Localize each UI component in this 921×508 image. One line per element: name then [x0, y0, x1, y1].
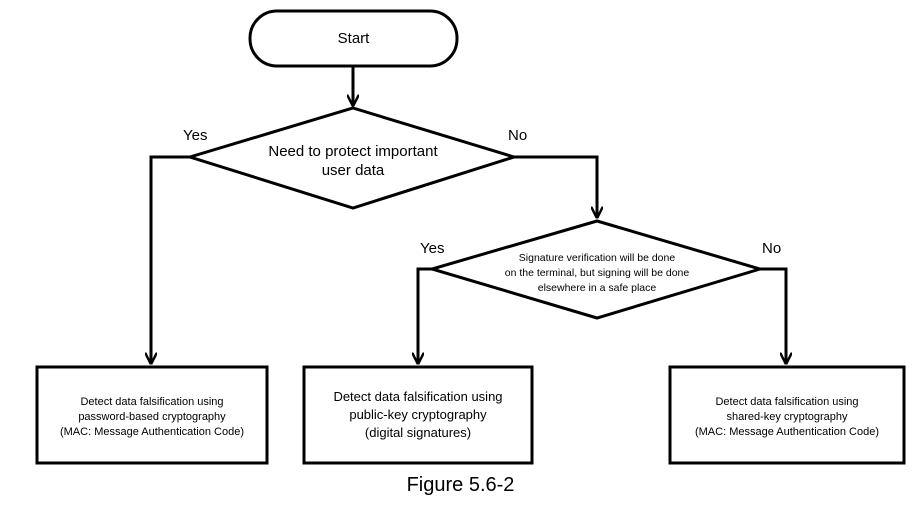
decision2-yes-label: Yes — [420, 240, 445, 257]
outcome-middle-line2: public-key cryptography — [349, 407, 487, 423]
outcome-right-line3: (MAC: Message Authentication Code) — [694, 425, 880, 438]
decision2-line3: elsewhere in a safe place — [537, 282, 657, 295]
decision1-line2: user data — [321, 161, 385, 179]
outcome-right-line1: Detect data falsification using — [715, 396, 859, 408]
outcome-left-line1: Detect data falsification using — [80, 396, 224, 408]
decision1-no-label: No — [508, 127, 528, 144]
connector-decision2-yes — [418, 267, 432, 362]
decision1-line1: Need to protect important — [268, 143, 438, 160]
outcome-right-box — [668, 365, 906, 465]
outcome-middle-label: Detect data falsification using public-k… — [304, 388, 532, 443]
outcome-right-label: Detect data falsification using shared-k… — [670, 395, 904, 440]
decision2-diamond — [426, 219, 766, 320]
decision2-no-label: No — [762, 240, 782, 257]
outcome-middle-box — [302, 365, 534, 465]
connector-decision1-yes — [151, 155, 190, 362]
decision2-label: Signature verification will be done on t… — [467, 251, 727, 297]
outcome-middle-line1: Detect data falsification using — [333, 389, 503, 404]
outcome-right-line2: shared-key cryptography — [726, 410, 848, 423]
connector-decision1-no — [514, 155, 597, 216]
decision1-yes-label: Yes — [183, 127, 208, 144]
outcome-left-label: Detect data falsification using password… — [37, 395, 267, 440]
outcome-left-line2: password-based cryptography — [78, 410, 226, 423]
decision1-label: Need to protect important user data — [233, 143, 473, 181]
outcome-left-line3: (MAC: Message Authentication Code) — [59, 425, 245, 438]
decision1-diamond — [184, 106, 520, 210]
start-label: Start — [250, 30, 457, 49]
decision2-line2: on the terminal, but signing will be don… — [504, 267, 690, 280]
figure-caption: Figure 5.6-2 — [406, 474, 515, 496]
start-text: Start — [337, 30, 370, 47]
outcome-middle-line3: (digital signatures) — [364, 425, 472, 441]
outcome-left-box — [35, 365, 269, 465]
connector-decision2-no — [760, 267, 786, 362]
decision2-line1: Signature verification will be done — [518, 252, 676, 264]
